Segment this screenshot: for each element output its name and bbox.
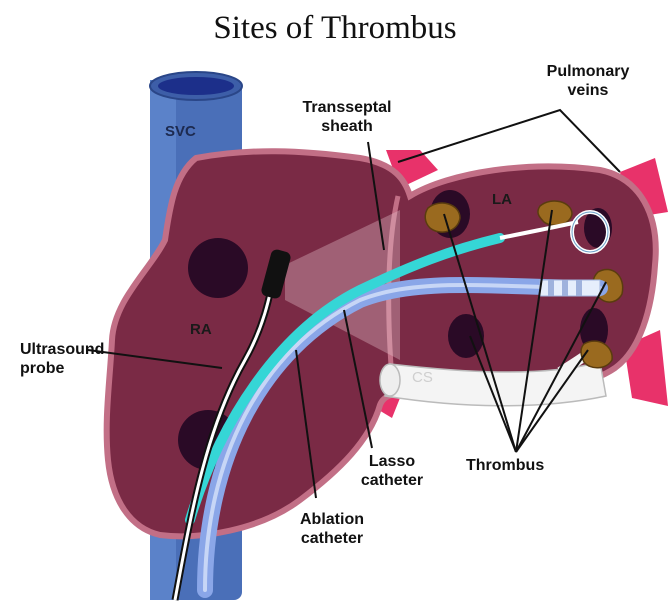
diagram-title: Sites of Thrombus <box>0 10 670 47</box>
label-ablation-line2: catheter <box>282 529 382 548</box>
label-thrombus: Thrombus <box>466 456 544 475</box>
label-pulmonary-veins: Pulmonary veins <box>528 62 648 100</box>
label-ultrasound-line1: Ultrasound <box>20 340 104 359</box>
label-lasso-line1: Lasso <box>352 452 432 471</box>
label-svc: SVC <box>165 122 196 141</box>
label-la: LA <box>492 190 512 209</box>
label-ra: RA <box>190 320 212 339</box>
label-ultrasound-line2: probe <box>20 359 104 378</box>
label-lasso-line2: catheter <box>352 471 432 490</box>
label-cs: CS <box>412 368 433 387</box>
label-pulmonary-veins-line2: veins <box>528 81 648 100</box>
label-ablation-line1: Ablation <box>282 510 382 529</box>
label-transseptal-sheath: Transseptal sheath <box>292 98 402 136</box>
label-transseptal-line1: Transseptal <box>292 98 402 117</box>
label-ultrasound-probe: Ultrasound probe <box>20 340 104 378</box>
label-ablation-catheter: Ablation catheter <box>282 510 382 548</box>
label-transseptal-line2: sheath <box>292 117 402 136</box>
label-lasso-catheter: Lasso catheter <box>352 452 432 490</box>
label-pulmonary-veins-line1: Pulmonary <box>528 62 648 81</box>
